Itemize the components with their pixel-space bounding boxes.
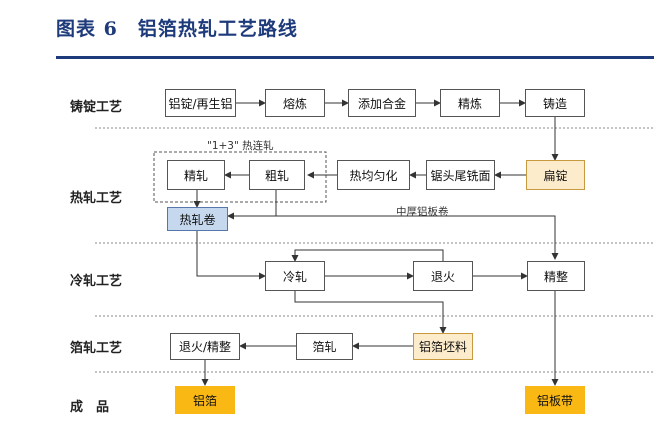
box-finish-roll: 精轧 — [167, 160, 225, 190]
page-title: 图表 6 铝箔热轧工艺路线 — [56, 18, 298, 40]
note-medium-plate: 中厚铝板卷 — [396, 206, 449, 218]
row-label-casting: 铸锭工艺 — [70, 100, 123, 115]
box-homogenize: 热均匀化 — [337, 160, 410, 190]
box-slab: 扁锭 — [526, 160, 585, 190]
box-foil-blank: 铝箔坯料 — [413, 333, 473, 360]
box-plate-product: 铝板带 — [525, 386, 585, 414]
box-foil-product: 铝箔 — [175, 386, 235, 414]
box-alloying: 添加合金 — [348, 89, 416, 117]
box-refining: 精炼 — [440, 89, 500, 117]
row-separators — [95, 127, 654, 373]
box-ingot: 铝锭/再生铝 — [165, 89, 236, 117]
box-rough-roll: 粗轧 — [249, 160, 305, 190]
row-label-product: 成 品 — [70, 400, 110, 415]
box-anneal: 退火 — [413, 261, 473, 291]
box-smelting: 熔炼 — [265, 89, 325, 117]
box-foil-roll: 箔轧 — [296, 333, 353, 360]
title-divider — [56, 56, 654, 59]
note-hot-continuous: "1+3" 热连轧 — [207, 140, 274, 152]
box-cold-roll: 冷轧 — [265, 261, 325, 291]
box-milling: 锯头尾铣面 — [426, 160, 495, 190]
box-casting: 铸造 — [525, 89, 585, 117]
hot-continuous-frame — [153, 151, 327, 203]
row-label-hot-rolling: 热轧工艺 — [70, 191, 123, 206]
box-hot-coil: 热轧卷 — [167, 207, 228, 231]
box-finishing: 精整 — [527, 261, 585, 291]
row-label-foil-rolling: 箔轧工艺 — [70, 341, 123, 356]
box-anneal-finish: 退火/精整 — [170, 333, 240, 360]
row-label-cold-rolling: 冷轧工艺 — [70, 274, 123, 289]
